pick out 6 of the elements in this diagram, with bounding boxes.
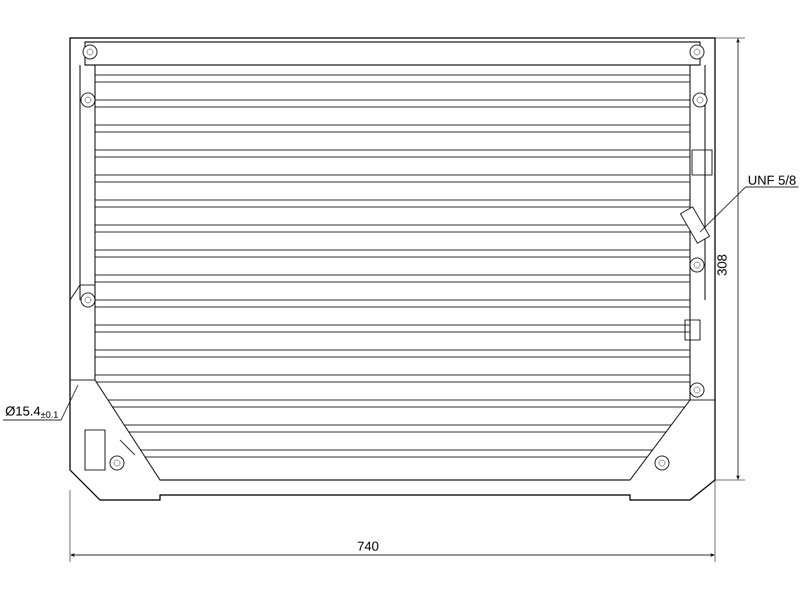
callout-text: UNF 5/8 xyxy=(746,173,798,187)
callout-text: Ø15.4$_{±0.1}$ xyxy=(3,404,61,420)
leader-line xyxy=(700,186,799,232)
dimension-label: 308 xyxy=(716,253,728,277)
leader-line xyxy=(2,384,78,420)
dimension-label: 740 xyxy=(358,542,378,551)
